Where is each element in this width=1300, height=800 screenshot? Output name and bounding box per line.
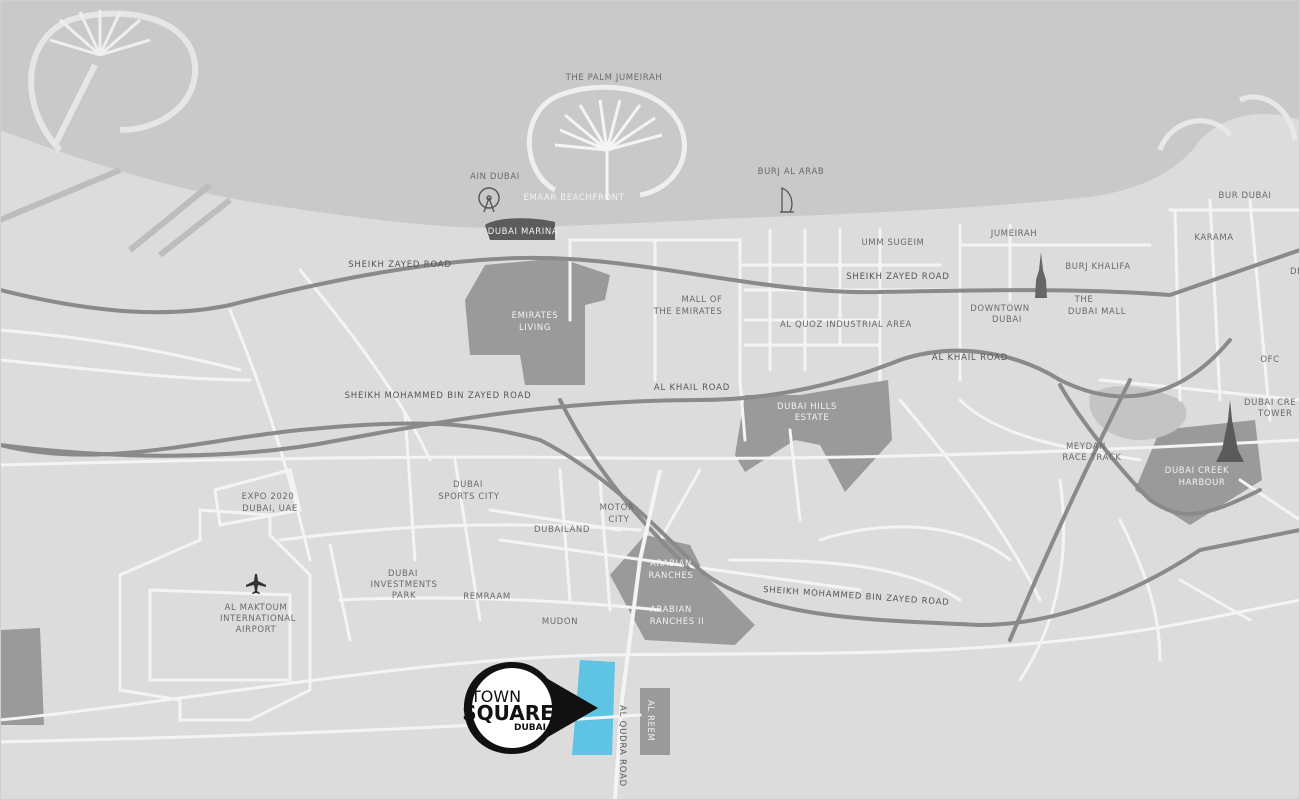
label-dubai-mall-2: DUBAI MALL	[1068, 307, 1126, 317]
label-sheikh-mohammed-west: SHEIKH MOHAMMED BIN ZAYED ROAD	[345, 391, 532, 401]
label-al-quoz: AL QUOZ INDUSTRIAL AREA	[780, 320, 912, 330]
al-khail-road	[0, 338, 1232, 458]
minor-roads	[0, 198, 1300, 744]
label-motor-city-2: CITY	[608, 515, 629, 525]
airplane-icon	[246, 574, 266, 594]
pin-inner-circle	[472, 668, 552, 748]
label-mall-of-emirates-1: MALL OF	[681, 295, 722, 305]
creek-loop	[1058, 383, 1262, 516]
label-emirates-living-2: LIVING	[519, 323, 551, 333]
logo-dubai-text: DUBAI	[514, 723, 546, 733]
label-dip-1: DUBAI	[388, 569, 418, 579]
label-dip-3: PARK	[392, 591, 416, 601]
logo-town-text: TOWN	[470, 687, 521, 706]
label-motor-city-1: MOTOR	[600, 503, 635, 513]
label-sports-city-2: SPORTS CITY	[438, 492, 499, 502]
label-dubai-creek-harbour-1: DUBAI CREEK	[1165, 466, 1229, 476]
label-arabian-ranches-ii-2: RANCHES II	[650, 617, 705, 627]
highways	[0, 248, 1300, 642]
label-dubai-marina: DUBAI MARINA	[488, 227, 559, 237]
label-dubai-creek-tower-2: TOWER	[1257, 409, 1293, 419]
label-downtown-dubai-2: DUBAI	[992, 315, 1022, 325]
west-district-area	[0, 628, 44, 725]
label-meydan-1: MEYDAN	[1066, 442, 1106, 452]
logo-square-text: SQUARE	[462, 701, 554, 725]
dubai-marina-area	[485, 218, 555, 240]
spire-tower-icon	[1035, 252, 1047, 298]
label-expo-1: EXPO 2020	[242, 492, 295, 502]
label-dubai-hills-2: ESTATE	[795, 413, 830, 423]
sail-tower-icon	[780, 187, 794, 213]
ferris-wheel-icon	[478, 187, 500, 213]
label-al-khail-east: AL KHAIL ROAD	[932, 353, 1008, 363]
label-sheikh-zayed-west: SHEIKH ZAYED ROAD	[348, 260, 452, 270]
label-emirates-living-1: EMIRATES	[512, 311, 559, 321]
emirates-road	[558, 398, 692, 572]
expo-and-airport-outlines	[118, 468, 312, 722]
dubai-hills-area	[735, 380, 892, 492]
label-sports-city-1: DUBAI	[453, 480, 483, 490]
label-ofc: OFC	[1260, 355, 1279, 365]
label-dubai-mall-1: THE	[1074, 295, 1094, 305]
deira-waterfront	[1157, 94, 1298, 151]
al-reem-area	[640, 688, 670, 755]
label-arabian-ranches-ii-1: ARABIAN	[650, 605, 692, 615]
town-square-pin[interactable]: TOWN SQUARE DUBAI	[462, 662, 598, 754]
label-de: DE	[1290, 267, 1300, 277]
port-structures	[0, 167, 232, 258]
label-remraam: REMRAAM	[463, 592, 511, 602]
downtown-creek-water	[1089, 385, 1187, 440]
sheikh-zayed-road	[0, 248, 1300, 315]
label-meydan-2: RACE TRACK	[1062, 453, 1121, 463]
label-dubai-creek-tower-1: DUBAI CRE	[1244, 398, 1296, 408]
label-burj-khalifa: BURJ KHALIFA	[1065, 262, 1130, 272]
label-mall-of-emirates-2: THE EMIRATES	[653, 307, 723, 317]
label-umm-sugeim: UMM SUGEIM	[861, 238, 924, 248]
jebel-ali-fronds	[49, 10, 151, 57]
label-dubai-creek-harbour-2: HARBOUR	[1179, 478, 1226, 488]
label-dubai-hills-1: DUBAI HILLS	[777, 402, 837, 412]
emirates-living-area	[465, 258, 610, 385]
label-burj-al-arab: BURJ AL ARAB	[758, 167, 825, 177]
label-downtown-dubai-1: DOWNTOWN	[970, 304, 1029, 314]
label-arabian-ranches-1: ARABIAN	[650, 559, 692, 569]
label-emaar-beachfront: EMAAR BEACHFRONT	[523, 193, 624, 203]
label-al-reem: AL REEM	[645, 700, 655, 741]
palm-jumeirah	[526, 84, 687, 200]
label-sheikh-zayed-east: SHEIKH ZAYED ROAD	[846, 272, 950, 282]
arabian-ranches-area	[610, 535, 755, 645]
label-airport-1: AL MAKTOUM	[225, 603, 288, 613]
label-dip-2: INVESTMENTS	[371, 580, 438, 590]
label-ain-dubai: AIN DUBAI	[470, 172, 520, 182]
label-airport-2: INTERNATIONAL	[220, 614, 296, 624]
label-mudon: MUDON	[542, 617, 578, 627]
label-karama: KARAMA	[1194, 233, 1233, 243]
label-airport-3: AIRPORT	[236, 625, 277, 635]
label-bur-dubai: BUR DUBAI	[1219, 191, 1272, 201]
label-jumeirah: JUMEIRAH	[990, 229, 1038, 239]
jebel-ali-palm	[28, 10, 199, 153]
east-connector	[1008, 378, 1132, 642]
label-expo-2: DUBAI, UAE	[242, 504, 298, 514]
spire-tower-icon-creek	[1216, 400, 1244, 462]
label-arabian-ranches-2: RANCHES	[648, 571, 693, 581]
label-palm-jumeirah: THE PALM JUMEIRAH	[565, 73, 663, 83]
label-dubailand: DUBAILAND	[534, 525, 590, 535]
al-qudra-road-line	[613, 469, 662, 800]
label-al-khail-west: AL KHAIL ROAD	[654, 383, 730, 393]
label-al-qudra-road: AL QUDRA ROAD	[617, 705, 627, 787]
